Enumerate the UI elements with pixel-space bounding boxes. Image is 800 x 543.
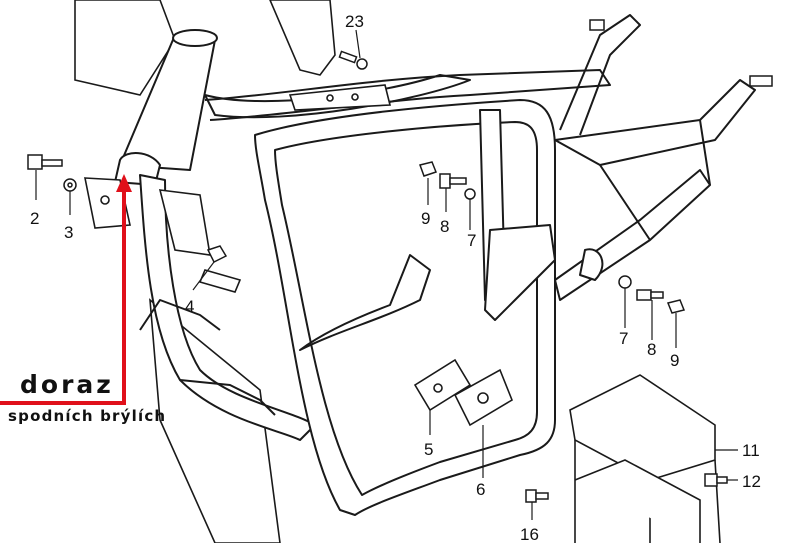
callout-title: doraz	[20, 370, 114, 399]
part-number-5: 5	[424, 440, 433, 459]
bolt-16	[525, 489, 549, 503]
leader-lines	[35, 29, 738, 520]
part-number-9-upper: 9	[421, 209, 430, 228]
part-number-9-lower: 9	[670, 351, 679, 370]
background-panels	[74, 0, 336, 543]
part-number-16: 16	[520, 525, 539, 543]
part-number-3: 3	[64, 223, 73, 242]
part-number-6: 6	[476, 480, 485, 499]
bolt-8-lower	[636, 289, 664, 301]
part-number-labels: 2 3 4 5 6 9 8 7 7 8 9 11 12 16 23	[30, 12, 761, 543]
part-number-4: 4	[185, 297, 194, 316]
top-rail-long	[204, 69, 611, 121]
bolt-top-mid	[589, 19, 605, 31]
part-number-7-lower: 7	[619, 329, 628, 348]
top-tube	[204, 74, 471, 119]
part-number-12: 12	[742, 472, 761, 491]
bolt-23	[338, 50, 368, 70]
part-number-8-lower: 8	[647, 340, 656, 359]
part-number-2: 2	[30, 209, 39, 228]
battery-tray	[574, 459, 701, 543]
plate-5	[413, 358, 472, 412]
fasteners	[27, 19, 773, 503]
nut-9-lower	[666, 299, 686, 314]
brackets	[84, 84, 721, 543]
bolt-2	[27, 154, 63, 170]
bolt-12	[704, 473, 728, 487]
bolt-top-right	[749, 75, 773, 87]
top-bracket-plate	[288, 84, 392, 111]
callout-arrow	[0, 174, 132, 405]
nut-9-upper	[419, 161, 437, 177]
part-number-11: 11	[742, 441, 760, 460]
bolt-8-upper	[439, 173, 467, 189]
part-number-8-upper: 8	[440, 217, 449, 236]
washer-7-upper	[464, 188, 476, 200]
callout-subtitle: spodních brýlích	[8, 407, 166, 425]
part-number-7-upper: 7	[467, 231, 476, 250]
part-number-23: 23	[345, 12, 364, 31]
washer-7-lower	[618, 275, 632, 289]
nut-4	[206, 245, 228, 264]
